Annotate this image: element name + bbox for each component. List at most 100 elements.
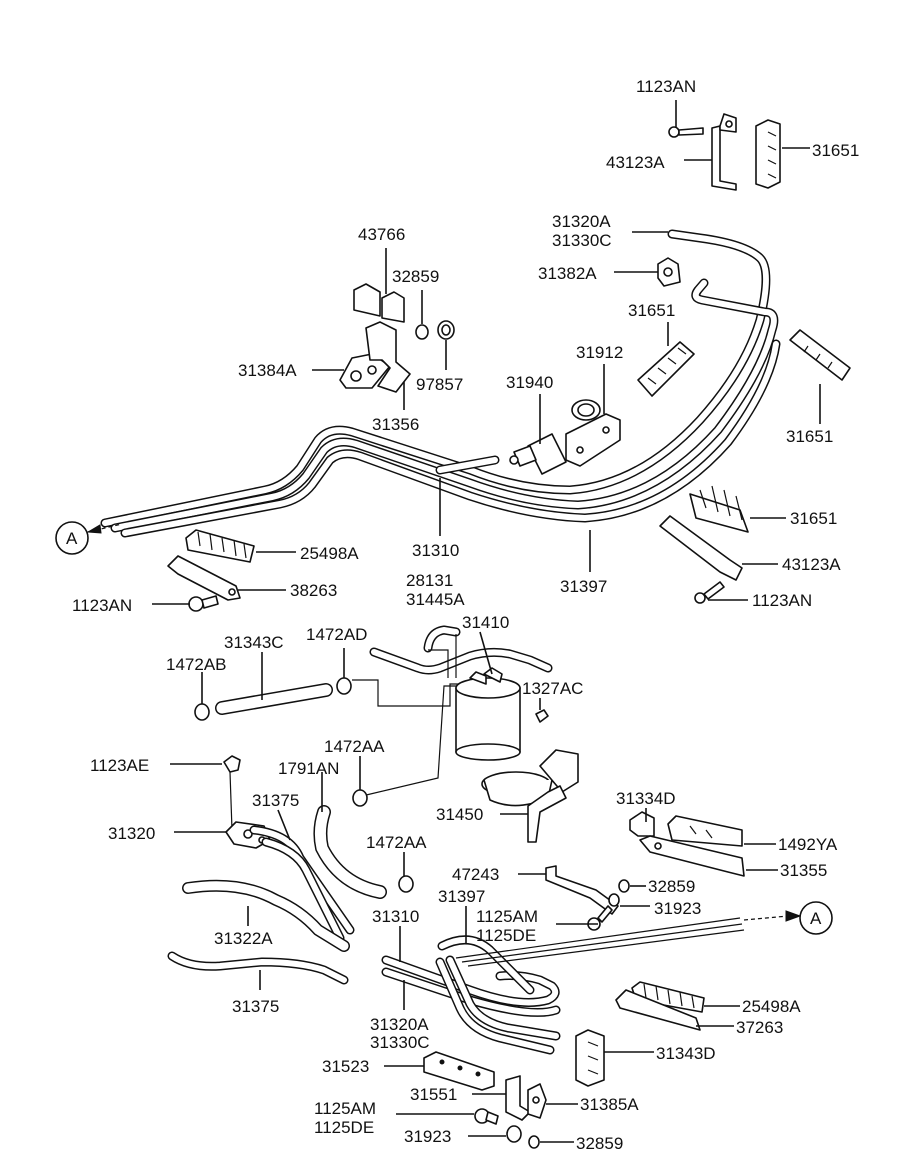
label-38263: 38263	[290, 581, 337, 600]
label-31912: 31912	[576, 343, 623, 362]
label-1125DE-a: 1125DE	[476, 926, 536, 945]
label-31450: 31450	[436, 805, 483, 824]
label-31355: 31355	[780, 861, 827, 880]
label-A-left: A	[66, 529, 78, 548]
part-labels: 1123AN 43123A 31651 31320A 31330C 31382A…	[66, 77, 859, 1153]
label-31320: 31320	[108, 824, 155, 843]
grommet-31923-a	[608, 893, 620, 907]
bracket-38263	[167, 555, 241, 601]
label-1327AC: 1327AC	[522, 679, 583, 698]
label-1472AA-b: 1472AA	[366, 833, 427, 852]
label-1472AB: 1472AB	[166, 655, 227, 674]
clip-31343D	[575, 1029, 605, 1087]
label-31551: 31551	[410, 1085, 457, 1104]
bracket-31355	[639, 835, 745, 877]
label-31343D: 31343D	[656, 1044, 716, 1063]
bracket-43766	[353, 283, 405, 323]
label-31410: 31410	[462, 613, 509, 632]
label-31330C-top: 31330C	[552, 231, 612, 250]
clip-31382A	[657, 257, 681, 287]
label-31923-b: 31923	[404, 1127, 451, 1146]
label-1492YA: 1492YA	[778, 835, 838, 854]
bolt-1123AN-b	[188, 595, 219, 612]
bolt-1125AM-a	[587, 905, 613, 931]
bolt-1125AM-b	[474, 1108, 499, 1125]
block-31523	[423, 1051, 495, 1091]
label-1123AN-top: 1123AN	[636, 77, 696, 96]
label-25498A-a: 25498A	[300, 544, 359, 563]
clip-31651-d	[689, 485, 749, 533]
pipe-31410	[369, 647, 553, 675]
label-32859-a: 32859	[392, 267, 439, 286]
bracket-43123A-b	[659, 515, 743, 581]
clip-31651-b	[637, 341, 695, 397]
ref-circle-left	[55, 521, 89, 555]
label-31651-d: 31651	[790, 509, 837, 528]
clip-1492YA	[667, 815, 743, 847]
bolt-1327AC	[535, 709, 549, 723]
clip-31651-top	[755, 119, 781, 189]
hose-31445A	[423, 625, 461, 653]
bracket-31450	[481, 749, 579, 843]
label-31320A-b: 31320A	[370, 1015, 429, 1034]
clamp-1472AB	[194, 703, 210, 721]
main-fuel-lines-upper	[86, 229, 781, 538]
label-A-right: A	[810, 909, 822, 928]
label-32859-b: 32859	[648, 877, 695, 896]
label-97857: 97857	[416, 375, 463, 394]
label-47243: 47243	[452, 865, 499, 884]
label-31923-a: 31923	[654, 899, 701, 918]
bracket-31912	[565, 399, 621, 467]
label-31384A: 31384A	[238, 361, 297, 380]
label-31651-b: 31651	[628, 301, 675, 320]
label-31375-a: 31375	[252, 791, 299, 810]
bracket-47243	[545, 865, 619, 915]
bracket-37263	[615, 989, 701, 1031]
ref-circle-right	[799, 901, 833, 935]
bracket-31356	[365, 321, 411, 393]
clip-25498A-a	[185, 529, 255, 563]
hose-31343C	[215, 683, 333, 715]
label-31310-b: 31310	[372, 907, 419, 926]
pipe-31375-b	[167, 951, 349, 985]
hose-1791AN	[313, 805, 387, 899]
label-31310-a: 31310	[412, 541, 459, 560]
label-1791AN: 1791AN	[278, 759, 339, 778]
label-31343C: 31343C	[224, 633, 284, 652]
grommet-97857	[437, 320, 455, 340]
label-31523: 31523	[322, 1057, 369, 1076]
pipe-31375-a	[249, 825, 355, 943]
valve-31940	[509, 433, 567, 475]
label-1125AM-a: 1125AM	[476, 907, 538, 926]
clip-31651-c	[789, 329, 851, 381]
label-1123AN-b: 1123AN	[72, 596, 132, 615]
label-1123AN-c: 1123AN	[752, 591, 812, 610]
label-31375-b: 31375	[232, 997, 279, 1016]
label-1472AA-a: 1472AA	[324, 737, 385, 756]
label-1125AM-b: 1125AM	[314, 1099, 376, 1118]
label-31334D: 31334D	[616, 789, 676, 808]
label-37263: 37263	[736, 1018, 783, 1037]
label-31330C-b: 31330C	[370, 1033, 430, 1052]
grommet-32859-a	[415, 324, 429, 340]
label-25498A-b: 25498A	[742, 997, 801, 1016]
label-28131: 28131	[406, 571, 453, 590]
bolt-1123AN-c	[694, 581, 725, 604]
label-31397-b: 31397	[438, 887, 485, 906]
clamp-1472AD	[336, 677, 352, 695]
label-31322A: 31322A	[214, 929, 273, 948]
grommet-31923-b	[506, 1125, 522, 1143]
label-43123A-top: 43123A	[606, 153, 665, 172]
clamp-1472AA-a	[352, 789, 368, 807]
label-31397-a: 31397	[560, 577, 607, 596]
bracket-31551	[505, 1075, 531, 1121]
label-31385A: 31385A	[580, 1095, 639, 1114]
bolt-1123AN-top	[668, 126, 704, 138]
label-43766: 43766	[358, 225, 405, 244]
clamp-1472AA-b	[398, 875, 414, 893]
label-31382A: 31382A	[538, 264, 597, 283]
label-1472AD: 1472AD	[306, 625, 367, 644]
label-1123AE: 1123AE	[90, 756, 149, 775]
